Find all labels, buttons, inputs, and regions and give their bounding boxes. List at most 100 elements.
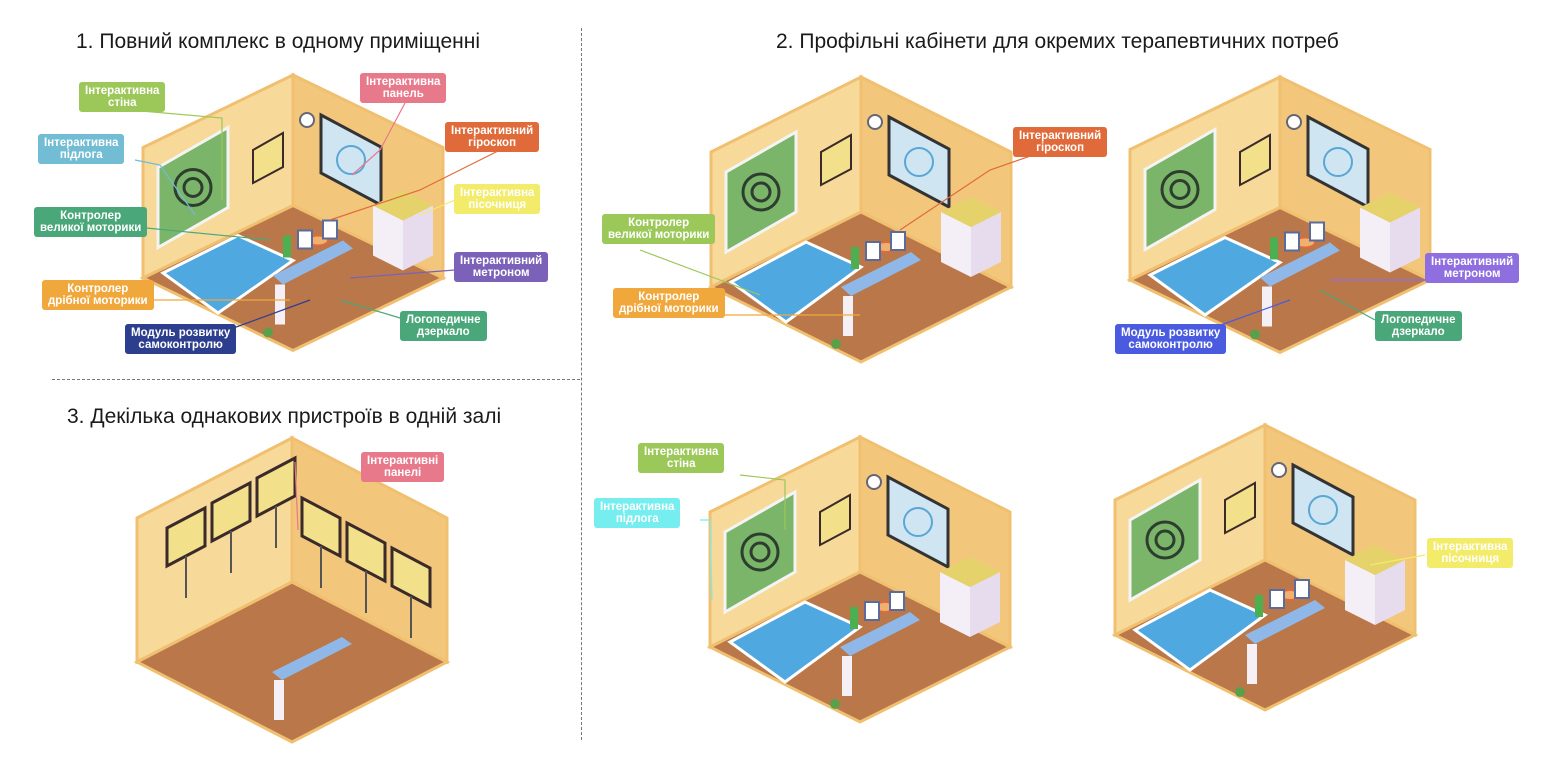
interactive-panel — [345, 520, 387, 584]
mirror-icon — [1294, 579, 1310, 599]
desk — [841, 252, 921, 296]
chair-icon — [851, 247, 859, 269]
clock-icon — [866, 474, 882, 490]
sandbox-table-side — [1360, 207, 1390, 273]
heading-multiple-devices: 3. Декілька однакових пристроїв в одній … — [67, 405, 502, 428]
small-board — [252, 131, 284, 185]
room-profile-speech — [1126, 74, 1434, 355]
interactive-wall-screen — [1128, 477, 1202, 603]
mirror-icon — [889, 591, 905, 611]
sandbox-table-side — [373, 205, 403, 271]
interactive-panel — [1291, 462, 1355, 558]
small-board — [1224, 481, 1256, 535]
clock-icon — [867, 114, 883, 130]
desk-leg — [275, 284, 285, 325]
room-profile-gyro — [707, 74, 1015, 364]
maze-inner-icon — [1154, 529, 1176, 551]
room-profile-wall-floor — [706, 434, 1014, 724]
plant-icon — [831, 339, 841, 349]
chair-icon — [1255, 595, 1263, 617]
panel-graphic-icon — [1308, 495, 1338, 525]
mirror-icon — [890, 231, 906, 251]
monitor-icon — [297, 229, 313, 250]
interactive-panel — [390, 545, 432, 609]
desk — [840, 612, 920, 656]
desk-leg — [842, 656, 852, 696]
maze-inner-icon — [749, 541, 771, 563]
plant-icon — [1250, 329, 1260, 340]
heading-profile-rooms: 2. Профільні кабінети для окремих терапе… — [776, 30, 1339, 53]
panel-graphic-icon — [903, 507, 933, 537]
chair-icon — [1270, 237, 1278, 260]
desk — [272, 637, 352, 680]
sandbox-top — [940, 557, 1000, 587]
interactive-floor — [727, 600, 863, 684]
desk-leg — [274, 680, 284, 720]
interactive-panel — [165, 505, 207, 569]
desk-leg — [843, 296, 853, 336]
interactive-wall-screen — [1143, 126, 1217, 253]
plant-icon — [263, 327, 273, 338]
clock-icon — [1271, 462, 1287, 478]
desk-leg — [1247, 644, 1257, 684]
interactive-panel — [886, 474, 950, 570]
mirror-icon — [1309, 221, 1325, 242]
heading-full-complex: 1. Повний комплекс в одному приміщенні — [76, 30, 480, 53]
maze-icon — [741, 172, 781, 212]
monitor-icon — [864, 601, 880, 621]
horizontal-divider — [52, 379, 580, 380]
clock-icon — [1286, 114, 1302, 130]
plant-icon — [1235, 687, 1245, 697]
sandbox-table-front — [1375, 560, 1405, 625]
monitor-icon — [865, 241, 881, 261]
sandbox-top — [1360, 192, 1420, 223]
mirror-icon — [322, 219, 338, 240]
interactive-floor — [728, 240, 864, 324]
chair-icon — [283, 235, 291, 258]
maze-icon — [1160, 170, 1200, 209]
room-profile-sandbox — [1111, 422, 1419, 712]
sandbox-table-side — [1345, 560, 1375, 625]
sandbox-table-side — [940, 572, 970, 637]
monitor-icon — [1284, 231, 1300, 252]
small-board — [1239, 133, 1271, 187]
room-multiple-panels — [133, 435, 451, 744]
chair-icon — [850, 607, 858, 629]
monitor-icon — [1269, 589, 1285, 609]
clock-icon — [299, 112, 315, 128]
maze-inner-icon — [750, 181, 772, 203]
desk-leg — [1262, 286, 1272, 327]
maze-icon — [1145, 520, 1185, 560]
desk — [273, 240, 353, 285]
vertical-divider — [581, 28, 582, 740]
desk — [1245, 600, 1325, 644]
plant-icon — [830, 699, 840, 709]
maze-icon — [740, 532, 780, 572]
sandbox-table-front — [970, 572, 1000, 637]
interactive-floor — [1132, 588, 1268, 672]
interactive-panel — [210, 480, 252, 544]
sandbox-table-front — [403, 205, 433, 271]
panel-graphic-icon — [1323, 147, 1353, 177]
sandbox-table-front — [1390, 207, 1420, 273]
interactive-wall-screen — [724, 129, 798, 255]
maze-inner-icon — [1169, 179, 1191, 200]
